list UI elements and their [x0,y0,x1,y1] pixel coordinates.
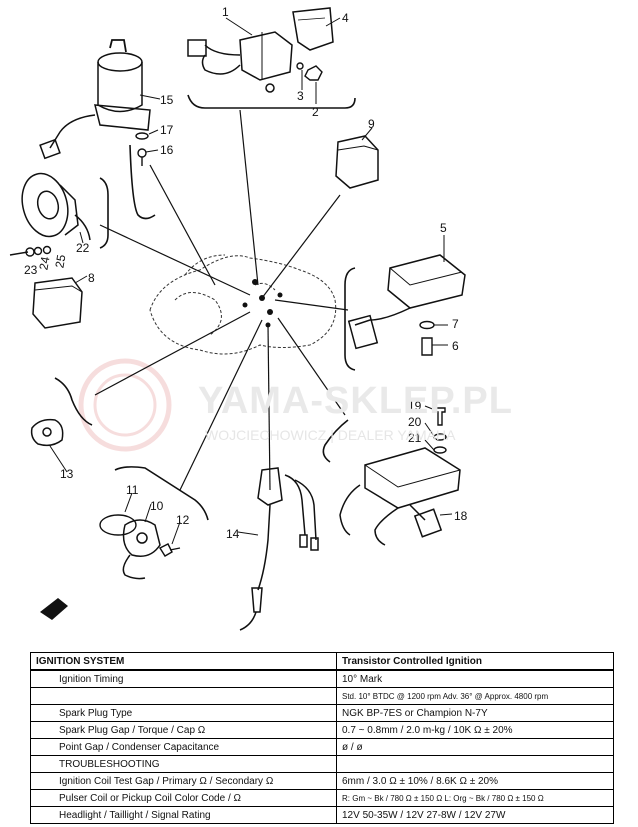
spec-label: IGNITION SYSTEM [30,652,337,671]
igniter-unit [339,447,461,546]
horn [21,172,91,241]
spec-value [336,755,614,773]
callout-24: 24 [36,255,52,271]
callout-6: 6 [452,339,459,353]
callout-3: 3 [297,89,304,103]
spec-value: NGK BP-7ES or Champion N-7Y [336,704,614,722]
callout-20: 20 [408,415,422,429]
callout-19: 19 [408,399,422,413]
callout-1: 1 [222,5,229,19]
exploded-parts-diagram: 1 2 3 4 5 6 7 8 9 10 11 12 13 14 15 16 1… [9,5,468,631]
rectifier-regulator [347,254,466,350]
callout-9: 9 [368,117,375,131]
callout-8: 8 [88,271,95,285]
coil-fasteners [296,62,323,81]
callout-13: 13 [60,467,74,481]
spec-row: Std. 10° BTDC @ 1200 rpm Adv. 36° @ Appr… [30,687,614,705]
ignition-switch [39,39,151,160]
spec-label: Spark Plug Gap / Torque / Cap Ω [30,721,337,739]
pickup-oring [99,514,137,536]
callout-18: 18 [454,509,468,523]
callout-25: 25 [52,253,68,269]
spec-row: Ignition Coil Test Gap / Primary Ω / Sec… [30,772,614,790]
callout-12: 12 [176,513,190,527]
front-arrow-icon [40,598,68,620]
spec-value: R: Gm ~ Bk / 780 Ω ± 150 Ω L: Org ~ Bk /… [336,789,614,807]
igniter-fasteners [433,407,447,454]
callout-22: 22 [76,241,90,255]
spec-row: Pulser Coil or Pickup Coil Color Code / … [30,789,614,807]
coil-cover-plate [292,7,334,51]
callout-leaders [49,17,453,545]
pickup-coil [122,519,161,580]
spec-value: 12V 50-35W / 12V 27-8W / 12V 27W [336,806,614,824]
spec-label: Ignition Timing [30,669,337,688]
spec-label: Ignition Coil Test Gap / Primary Ω / Sec… [30,772,337,790]
callout-11: 11 [126,483,139,497]
spark-plug-lead [239,467,319,631]
spec-label [30,687,337,705]
callout-numbers: 1 2 3 4 5 6 7 8 9 10 11 12 13 14 15 16 1… [24,5,468,541]
callout-2: 2 [312,105,319,119]
spec-label: TROUBLESHOOTING [30,755,337,773]
callout-10: 10 [150,499,164,513]
callout-17: 17 [160,123,174,137]
callout-16: 16 [160,143,174,157]
relay-unit [335,135,379,189]
callout-14: 14 [226,527,240,541]
regulator-fasteners [419,320,435,356]
spec-value: 0.7 ~ 0.8mm / 2.0 m-kg / 10K Ω ± 20% [336,721,614,739]
callout-23: 23 [24,263,38,277]
spec-value: ø / ø [336,738,614,756]
spec-value: Transistor Controlled Ignition [336,652,614,671]
callout-5: 5 [440,221,447,235]
watermark-logo [78,358,172,452]
callout-21: 21 [408,431,422,445]
leader-lines [94,109,349,491]
pickup-screw [158,543,181,557]
spec-value: Std. 10° BTDC @ 1200 rpm Adv. 36° @ Appr… [336,687,614,705]
horn-fasteners [9,245,52,257]
spec-row: TROUBLESHOOTING [30,755,614,773]
spec-label: Spark Plug Type [30,704,337,722]
spec-label: Headlight / Taillight / Signal Rating [30,806,337,824]
frame-connection-dots [242,279,283,328]
spec-value: 6mm / 3.0 Ω ± 10% / 8.6K Ω ± 20% [336,772,614,790]
callout-4: 4 [342,11,349,25]
switch-fasteners [135,132,149,166]
callout-7: 7 [452,317,459,331]
flasher-relay [32,277,83,329]
callout-15: 15 [160,93,174,107]
ignition-coil [187,31,293,93]
spec-value: 10° Mark [336,669,614,688]
spec-label: Pulser Coil or Pickup Coil Color Code / … [30,789,337,807]
bracket-separators [54,94,356,521]
neutral-switch [30,418,64,447]
spec-label: Point Gap / Condenser Capacitance [30,738,337,756]
